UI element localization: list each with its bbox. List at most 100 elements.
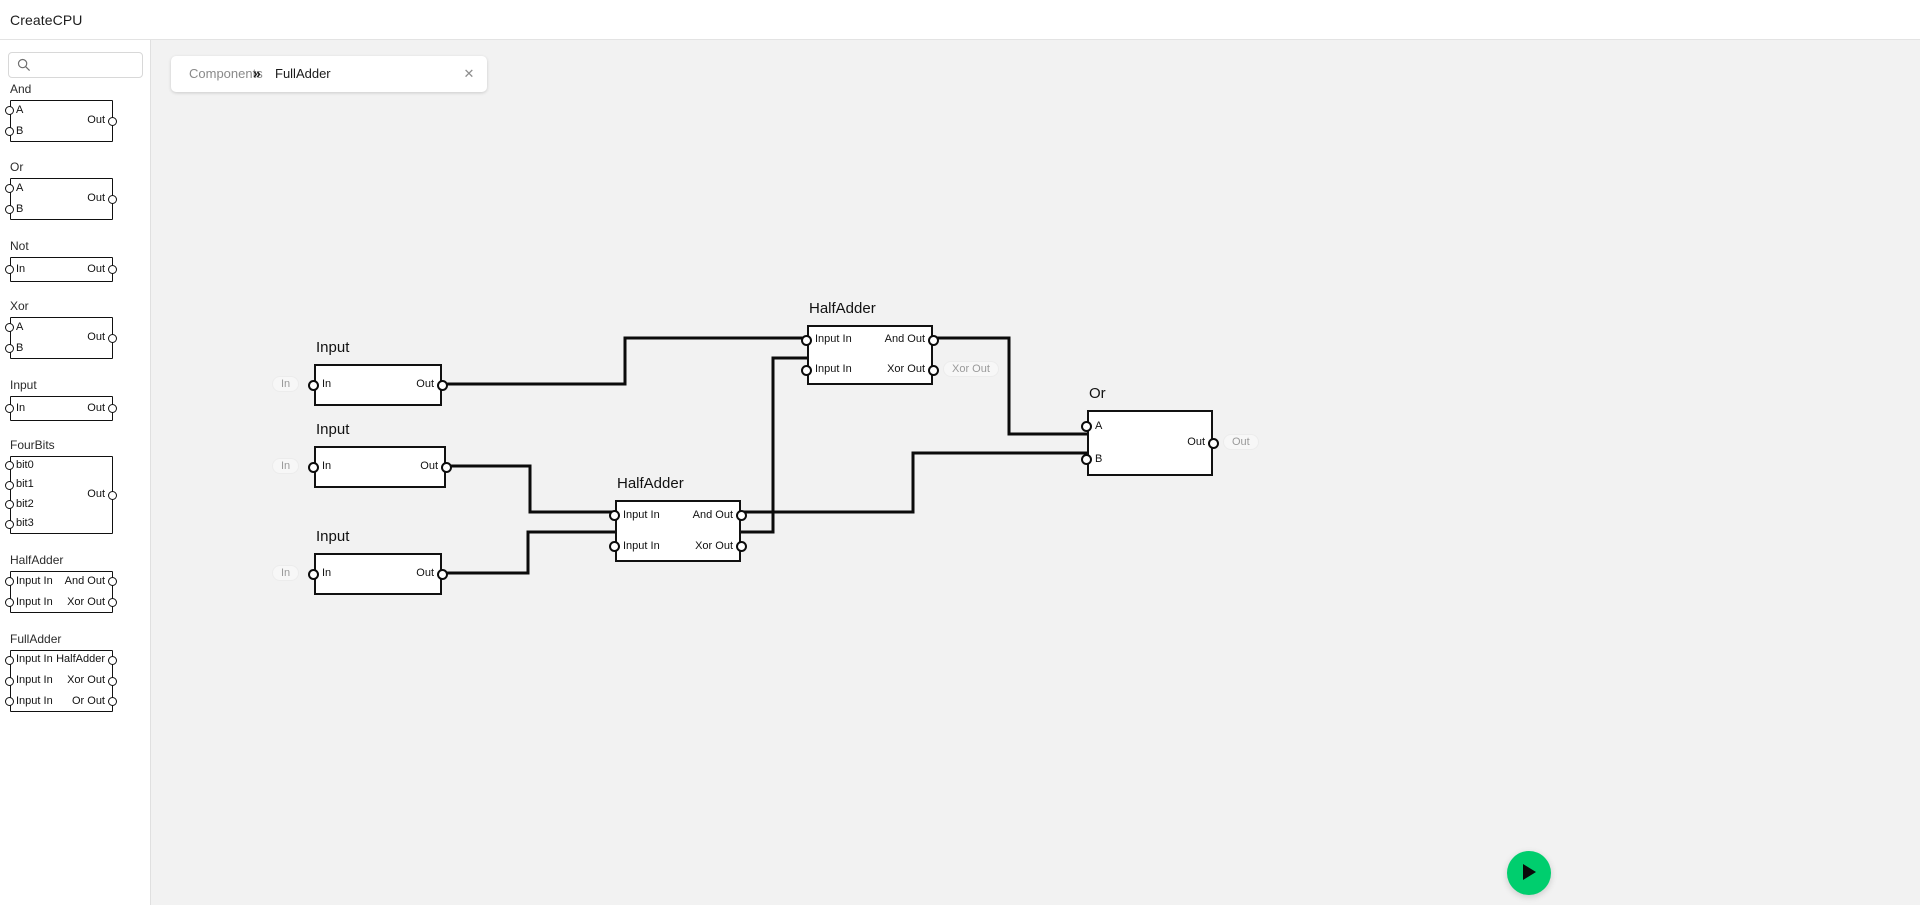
input-port[interactable] [609, 510, 620, 521]
palette-input-port[interactable] [5, 519, 14, 529]
palette-input-label: Input In [16, 694, 53, 707]
input-port-label: A [1095, 419, 1103, 432]
input-port[interactable] [308, 379, 319, 391]
run-simulation-button[interactable] [1507, 851, 1551, 895]
output-port[interactable] [736, 510, 747, 521]
palette-input-port[interactable] [5, 655, 14, 665]
wire [439, 530, 615, 575]
node-body[interactable] [615, 500, 741, 562]
palette-output-port[interactable] [108, 676, 117, 686]
node-body[interactable] [314, 446, 446, 488]
palette-output-port[interactable] [108, 333, 117, 343]
palette-chip-body [10, 650, 113, 712]
palette-input-port[interactable] [5, 598, 14, 607]
output-port-label: And Out [884, 333, 925, 345]
palette-output-port[interactable] [108, 490, 117, 500]
wire [443, 336, 807, 386]
open-component-tab[interactable]: Components » FullAdder ✕ [171, 56, 487, 92]
palette-input-label: In [16, 262, 26, 275]
palette-item-label: Input [10, 378, 37, 392]
palette-input-label: B [16, 202, 24, 215]
palette-input-port[interactable] [5, 106, 14, 115]
palette-input-port[interactable] [5, 480, 14, 490]
palette-output-label: And Out [64, 574, 105, 587]
palette-item-label: And [10, 82, 32, 96]
output-port[interactable] [928, 334, 939, 346]
palette-input-port[interactable] [5, 500, 14, 510]
palette-input-port[interactable] [5, 344, 14, 353]
palette-output-port[interactable] [108, 598, 117, 607]
close-icon[interactable]: ✕ [463, 66, 475, 81]
palette-input-port[interactable] [5, 404, 14, 413]
input-port[interactable] [801, 364, 812, 376]
input-port-label: Input In [623, 508, 660, 521]
palette-output-port[interactable] [108, 116, 117, 126]
palette-input-port[interactable] [5, 577, 14, 586]
external-pin-pill[interactable]: Out [1223, 434, 1259, 450]
search-input[interactable] [36, 53, 140, 77]
palette-output-port[interactable] [108, 265, 117, 274]
node-title: HalfAdder [617, 475, 684, 492]
palette-output-port[interactable] [108, 404, 117, 413]
node-body[interactable] [314, 553, 442, 595]
external-pin-pill[interactable]: In [272, 376, 300, 392]
input-port-label: Input In [815, 333, 852, 345]
wire [933, 336, 1087, 436]
wire [443, 464, 615, 514]
palette-input-port[interactable] [5, 676, 14, 686]
input-port-label: Input In [623, 539, 660, 552]
output-port[interactable] [1208, 437, 1219, 449]
palette-item-label: Not [10, 239, 29, 253]
palette-input-label: bit0 [16, 458, 34, 471]
palette-input-port[interactable] [5, 184, 14, 193]
palette-output-port[interactable] [108, 655, 117, 665]
palette-input-port[interactable] [5, 265, 14, 274]
input-port-label: In [322, 567, 332, 579]
input-port[interactable] [1081, 454, 1092, 465]
external-pin-pill[interactable]: In [272, 565, 300, 581]
palette-input-port[interactable] [5, 127, 14, 136]
palette-item-label: Xor [10, 299, 29, 313]
output-port-label: Out [416, 567, 434, 579]
output-port[interactable] [437, 568, 448, 580]
palette-input-label: A [16, 181, 24, 194]
input-port[interactable] [308, 568, 319, 580]
palette-chip-body [10, 257, 113, 282]
input-port[interactable] [308, 461, 319, 473]
palette-input-port[interactable] [5, 461, 14, 471]
input-port[interactable] [801, 334, 812, 346]
input-port[interactable] [609, 541, 620, 552]
palette-input-label: Input In [16, 674, 53, 686]
wire [741, 451, 1087, 514]
external-pin-pill[interactable]: In [272, 458, 300, 474]
input-port[interactable] [1081, 421, 1092, 432]
palette-output-port[interactable] [108, 697, 117, 707]
app-title: CreateCPU [10, 12, 83, 28]
palette-input-port[interactable] [5, 323, 14, 332]
breadcrumb-root[interactable]: Components [189, 66, 263, 81]
node-body[interactable] [1087, 410, 1213, 476]
node-title: Input [316, 339, 350, 356]
output-port[interactable] [928, 364, 939, 376]
palette-input-port[interactable] [5, 205, 14, 214]
palette-output-port[interactable] [108, 577, 117, 586]
search-field-wrapper[interactable] [8, 52, 143, 78]
output-port[interactable] [736, 541, 747, 552]
node-body[interactable] [807, 325, 933, 385]
output-port[interactable] [441, 461, 452, 473]
output-port-label: Xor Out [695, 539, 733, 552]
palette-input-port[interactable] [5, 697, 14, 707]
output-port[interactable] [437, 379, 448, 391]
palette-output-port[interactable] [108, 194, 117, 204]
output-port-label: And Out [692, 508, 733, 521]
palette-chip-body [10, 178, 113, 220]
external-pin-pill[interactable]: Xor Out [943, 361, 999, 377]
palette-output-label: HalfAdder [56, 653, 105, 666]
